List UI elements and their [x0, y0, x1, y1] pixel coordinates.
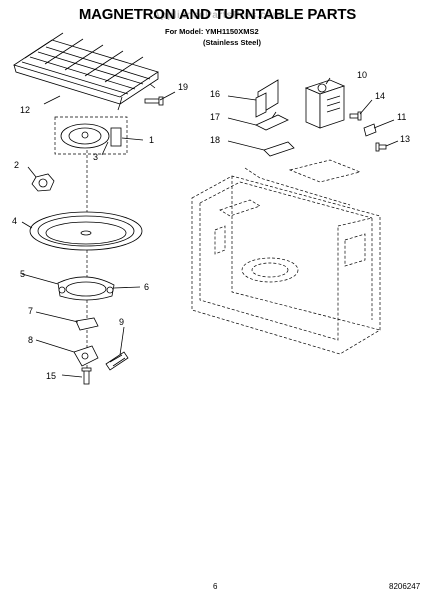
callout-10: 10 — [357, 70, 367, 80]
callout-2: 2 — [14, 160, 19, 170]
callout-12: 12 — [20, 105, 30, 115]
watermark-text: AppliancePartsPros.com — [152, 10, 283, 21]
part-1-turntable-motor — [54, 116, 128, 155]
part-4-glass-tray — [29, 211, 143, 251]
part-18-plate — [263, 141, 295, 157]
part-17-bracket — [255, 111, 289, 131]
part-5-roller-support — [57, 276, 115, 301]
part-16-bracket — [255, 79, 279, 118]
callout-11: 11 — [397, 112, 406, 122]
part-15-screw — [81, 367, 92, 385]
callout-8: 8 — [28, 335, 33, 345]
part-12-rack — [13, 32, 159, 111]
callout-13: 13 — [400, 134, 410, 144]
finish-line: (Stainless Steel) — [203, 38, 261, 47]
callout-19: 19 — [178, 82, 188, 92]
callout-16: 16 — [210, 89, 220, 99]
callout-15: 15 — [46, 371, 56, 381]
callout-labels: 1 2 3 4 5 6 7 8 9 10 11 12 13 14 15 16 1… — [12, 70, 410, 381]
page-number: 6 — [213, 582, 218, 591]
callout-17: 17 — [210, 112, 220, 122]
model-line: For Model: YMH1150XMS2 — [165, 27, 259, 36]
callout-5: 5 — [20, 269, 25, 279]
callout-18: 18 — [210, 135, 220, 145]
callout-7: 7 — [28, 306, 33, 316]
part-9-bracket — [105, 351, 129, 371]
callout-9: 9 — [119, 317, 124, 327]
leader-lines — [21, 77, 399, 378]
part-2-coupler — [31, 173, 55, 192]
part-13-screw — [375, 142, 387, 152]
callout-1: 1 — [149, 135, 154, 145]
page-title: MAGNETRON AND TURNTABLE PARTS — [78, 6, 357, 23]
document-number: 8206247 — [389, 582, 421, 591]
callout-4: 4 — [12, 216, 17, 226]
callout-14: 14 — [375, 91, 385, 101]
part-10-magnetron — [304, 79, 346, 129]
part-14-screw — [349, 111, 362, 121]
part-19-screw — [144, 96, 164, 106]
oven-cavity-outline — [191, 159, 381, 355]
part-7-hub — [75, 317, 99, 331]
callout-6: 6 — [144, 282, 149, 292]
part-8-motor-base — [73, 345, 99, 367]
callout-3: 3 — [93, 152, 98, 162]
part-11-sensor — [363, 123, 377, 137]
